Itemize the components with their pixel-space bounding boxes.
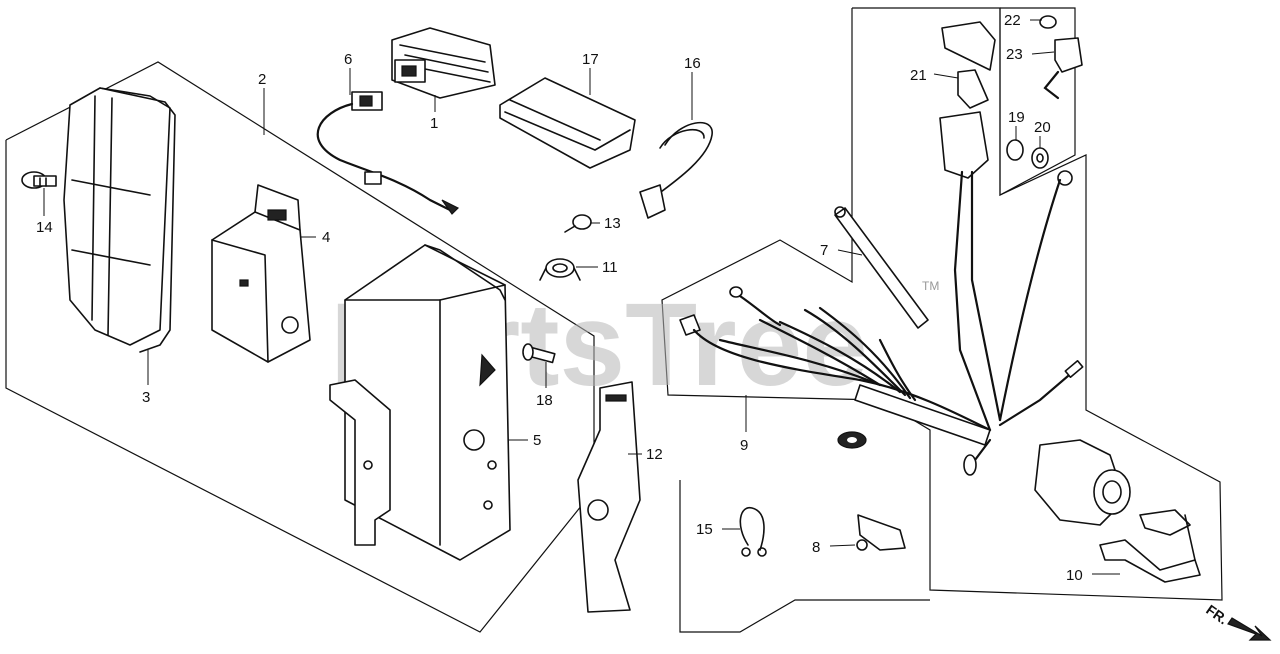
part-4-bracket xyxy=(211,184,311,363)
part-10-ignition-switch xyxy=(1034,439,1201,583)
callout-13: 13 xyxy=(604,215,621,232)
callout-10: 10 xyxy=(1066,567,1083,584)
callout-1: 1 xyxy=(430,115,438,132)
part-9-harness xyxy=(679,170,1084,476)
callout-11: 11 xyxy=(602,259,618,276)
part-15-clip xyxy=(739,507,767,557)
part-22-nut xyxy=(1039,15,1057,29)
clip-group-frame xyxy=(679,480,930,633)
grommet xyxy=(837,431,867,449)
callout-12: 12 xyxy=(646,446,663,463)
part-16-band xyxy=(639,121,713,219)
front-arrow-icon xyxy=(1227,617,1272,641)
fuse-group-frame xyxy=(999,7,1076,196)
callout-14: 14 xyxy=(36,219,53,236)
front-direction-marker: FR. xyxy=(1203,601,1272,641)
callout-16: 16 xyxy=(684,55,701,72)
callout-18: 18 xyxy=(536,392,553,409)
front-direction-label: FR. xyxy=(1203,601,1231,627)
part-1-regulator xyxy=(391,27,496,99)
callout-labels: 1 2 3 4 5 6 7 8 9 10 11 12 13 14 15 16 1… xyxy=(36,12,1083,584)
part-19-washer xyxy=(1006,139,1024,161)
callout-4: 4 xyxy=(322,229,330,246)
part-7-tube xyxy=(834,206,929,329)
part-3-cover xyxy=(63,87,176,353)
callout-2: 2 xyxy=(258,71,266,88)
watermark-trademark: TM xyxy=(922,279,939,293)
callout-17: 17 xyxy=(582,51,599,68)
callout-3: 3 xyxy=(142,389,150,406)
callout-15: 15 xyxy=(696,521,713,538)
part-23-diode xyxy=(1043,37,1083,100)
part-20-washer xyxy=(1031,147,1049,169)
part-17-pad xyxy=(499,77,636,169)
part-8-cable-band xyxy=(856,514,906,551)
callout-21: 21 xyxy=(910,67,927,84)
callout-7: 7 xyxy=(820,242,828,259)
callout-8: 8 xyxy=(812,539,820,556)
part-21-fuse-holder xyxy=(939,21,1002,432)
harness-group-frame xyxy=(661,7,1223,601)
callout-22: 22 xyxy=(1004,12,1021,29)
part-18-screw xyxy=(522,343,556,364)
part-5-control-box xyxy=(329,244,511,561)
part-13-bolt xyxy=(564,214,592,233)
leader-lines xyxy=(43,19,1120,575)
callout-20: 20 xyxy=(1034,119,1051,136)
callout-23: 23 xyxy=(1006,46,1023,63)
callout-5: 5 xyxy=(533,432,541,449)
part-14-bolt xyxy=(21,171,57,189)
part-12-plate xyxy=(577,381,641,613)
callout-19: 19 xyxy=(1008,109,1025,126)
callout-6: 6 xyxy=(344,51,352,68)
callout-9: 9 xyxy=(740,437,748,454)
part-6-connector xyxy=(316,91,460,215)
part-11-clip xyxy=(539,258,581,281)
